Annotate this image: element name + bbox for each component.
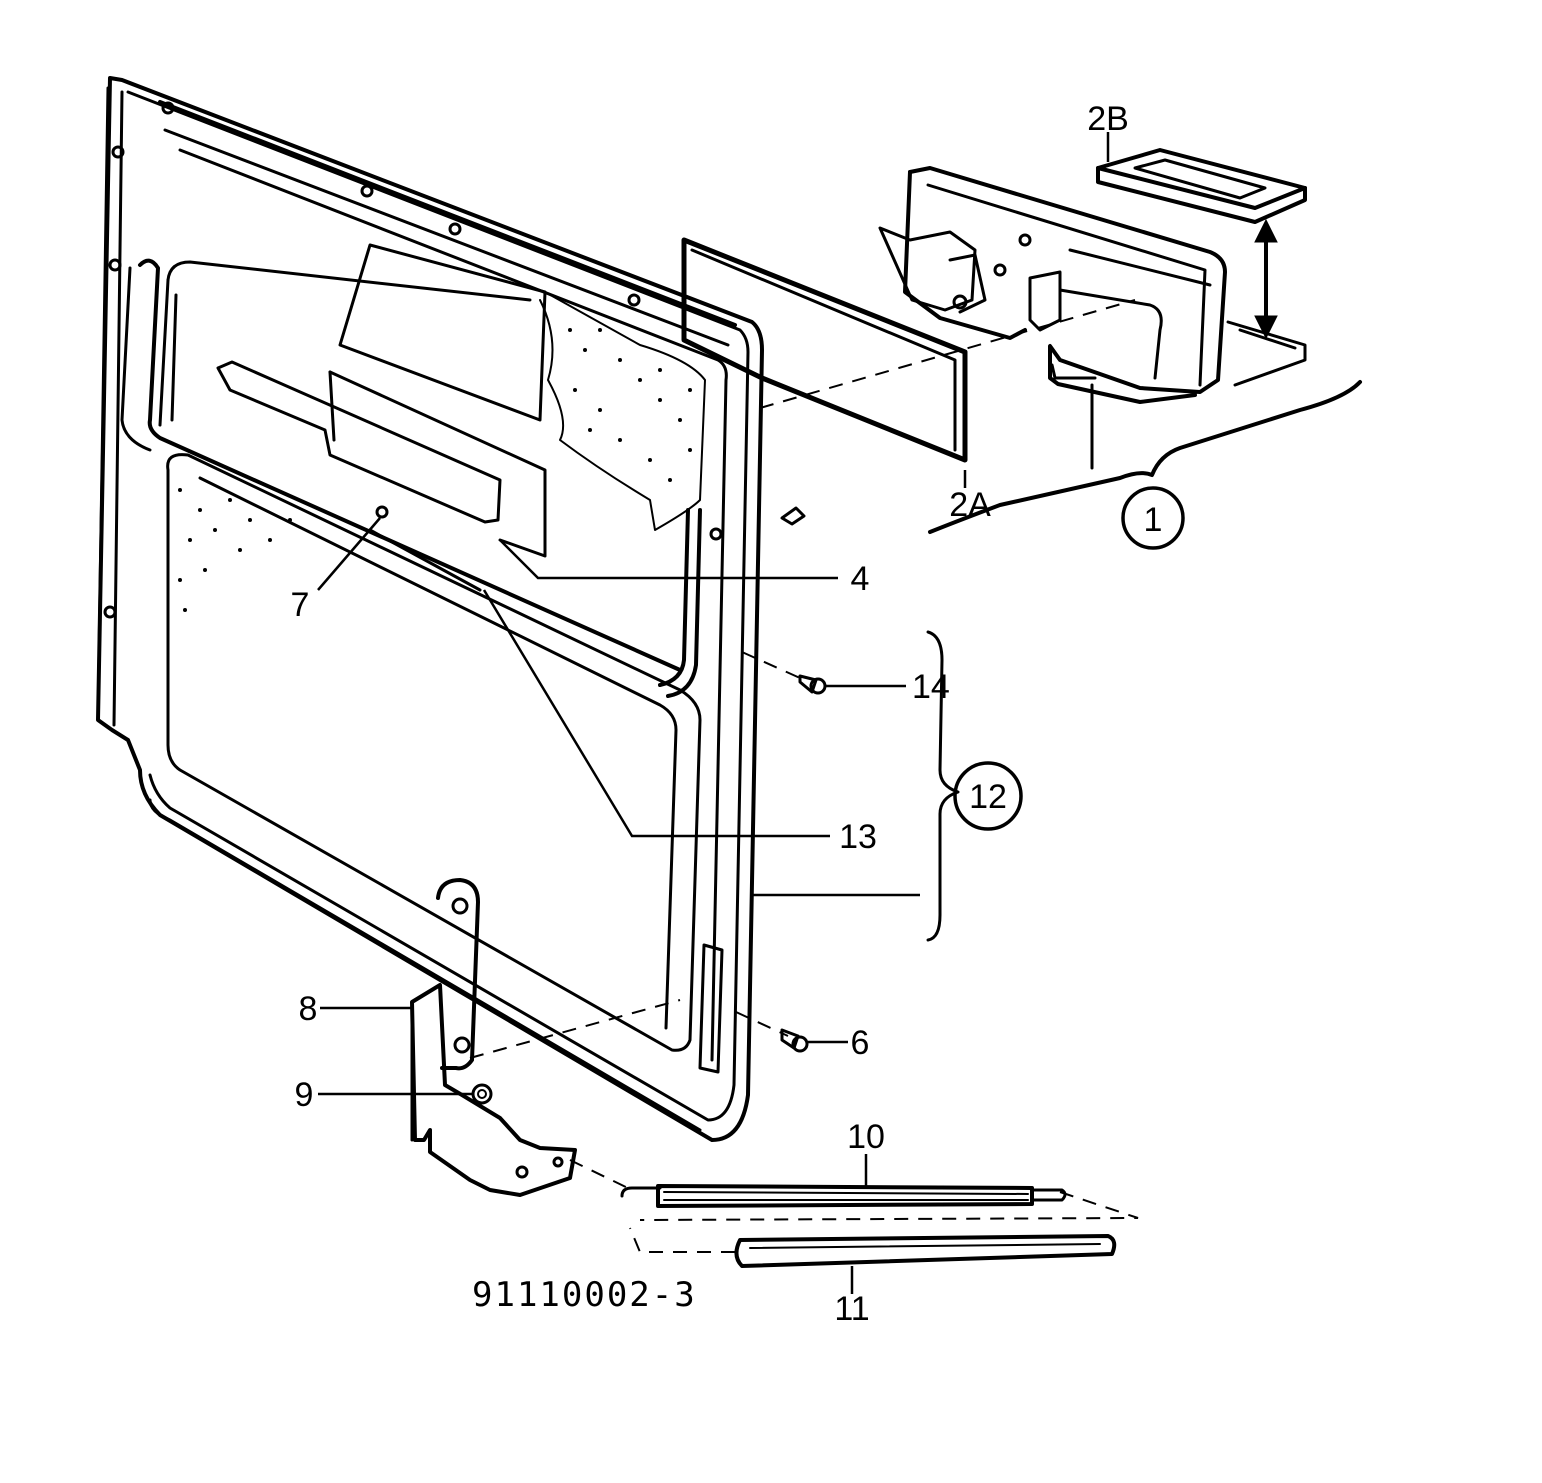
assembly-brace-1 [928, 380, 1362, 534]
seal-frame-2a [681, 237, 1136, 463]
handle-bracket [216, 360, 547, 592]
callout-2b: 2B [1087, 100, 1129, 138]
callout-1: 1 [1144, 501, 1163, 539]
callout-circle-1 [1121, 486, 1185, 550]
callout-6: 6 [851, 1024, 870, 1062]
callout-12: 12 [969, 778, 1007, 816]
hinge-arm [410, 878, 681, 1197]
brace-12 [926, 630, 960, 942]
rod-11 [629, 1227, 1117, 1268]
drawing-part-number: 91110002-3 [472, 1275, 697, 1315]
spring-10 [620, 1184, 1139, 1221]
screw-6 [735, 1011, 809, 1053]
callout-11: 11 [834, 1290, 869, 1328]
dispenser-lid-2b [1096, 148, 1307, 224]
screw-14 [741, 651, 827, 695]
callout-circle-12 [953, 761, 1023, 831]
insulation-texture-lower [178, 488, 292, 612]
callout-9: 9 [295, 1076, 314, 1114]
lid-motion-arrow [1254, 218, 1278, 340]
callout-8: 8 [299, 990, 318, 1028]
leader-lines [317, 132, 1110, 1294]
callout-2a: 2A [949, 486, 991, 524]
callout-14: 14 [912, 668, 950, 706]
callout-13: 13 [839, 818, 877, 856]
detergent-dispenser [878, 166, 1307, 470]
door-panel [96, 76, 764, 1142]
callout-7: 7 [291, 586, 310, 624]
callout-10: 10 [847, 1118, 885, 1156]
insulation-texture-upper [539, 291, 706, 531]
screw-upper-right [780, 506, 806, 526]
callout-4: 4 [851, 560, 870, 598]
nut-9 [471, 1083, 493, 1105]
